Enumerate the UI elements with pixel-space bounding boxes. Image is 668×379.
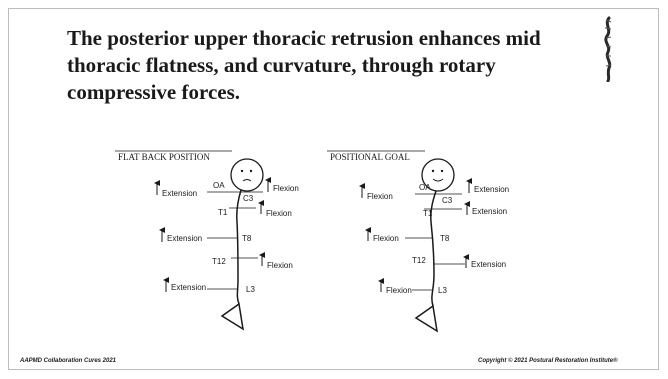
sacrum-shape xyxy=(416,306,437,331)
flat-back-heading: FLAT BACK POSITION xyxy=(118,152,210,162)
label-extension-t1: Extension xyxy=(472,207,507,216)
copyright-notice: Copyright © 2021 Postural Restoration In… xyxy=(478,358,618,364)
label-t1: T1 xyxy=(218,208,228,217)
label-l3: L3 xyxy=(438,286,447,295)
label-flexion-l3: Flexion xyxy=(386,286,412,295)
flat-back-figure: FLAT BACK POSITION OA C3 T1 T8 T12 L3 Ex… xyxy=(115,151,299,329)
label-flexion-t12: Flexion xyxy=(267,261,293,270)
positional-goal-figure: POSITIONAL GOAL OA C3 T1 T8 T12 L3 Flexi… xyxy=(327,151,509,331)
label-c3: C3 xyxy=(442,196,453,205)
label-flexion-oa: Flexion xyxy=(367,192,393,201)
label-flexion-c3: Flexion xyxy=(273,184,299,193)
label-extension-oa: Extension xyxy=(162,189,197,198)
label-extension-t12: Extension xyxy=(471,260,506,269)
label-flexion-t8: Flexion xyxy=(373,234,399,243)
sacrum-shape xyxy=(222,304,243,329)
label-extension-t8: Extension xyxy=(167,234,202,243)
label-t8: T8 xyxy=(440,234,450,243)
label-oa: OA xyxy=(419,183,431,192)
footer-left-text: AAPMD Collaboration Cures 2021 xyxy=(20,358,116,364)
positional-goal-heading: POSITIONAL GOAL xyxy=(330,152,410,162)
label-flexion-t1: Flexion xyxy=(266,209,292,218)
label-t1: T1 xyxy=(423,209,433,218)
label-oa: OA xyxy=(213,181,225,190)
label-t12: T12 xyxy=(212,257,226,266)
label-t8: T8 xyxy=(242,234,252,243)
label-extension-c3: Extension xyxy=(474,185,509,194)
label-t12: T12 xyxy=(412,256,426,265)
head-outline xyxy=(231,159,263,191)
label-extension-l3: Extension xyxy=(171,283,206,292)
label-l3: L3 xyxy=(246,285,255,294)
label-c3: C3 xyxy=(243,194,254,203)
spine-line xyxy=(237,190,241,304)
